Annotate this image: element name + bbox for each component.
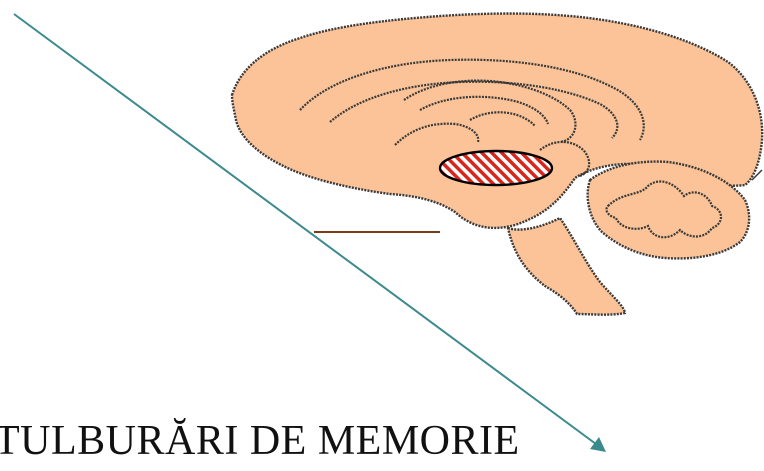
brain-diagram [0, 0, 764, 461]
caption-text: TULBURĂRI DE MEMORIE [0, 411, 520, 471]
arrow-head [590, 437, 606, 452]
highlighted-region [440, 151, 552, 185]
